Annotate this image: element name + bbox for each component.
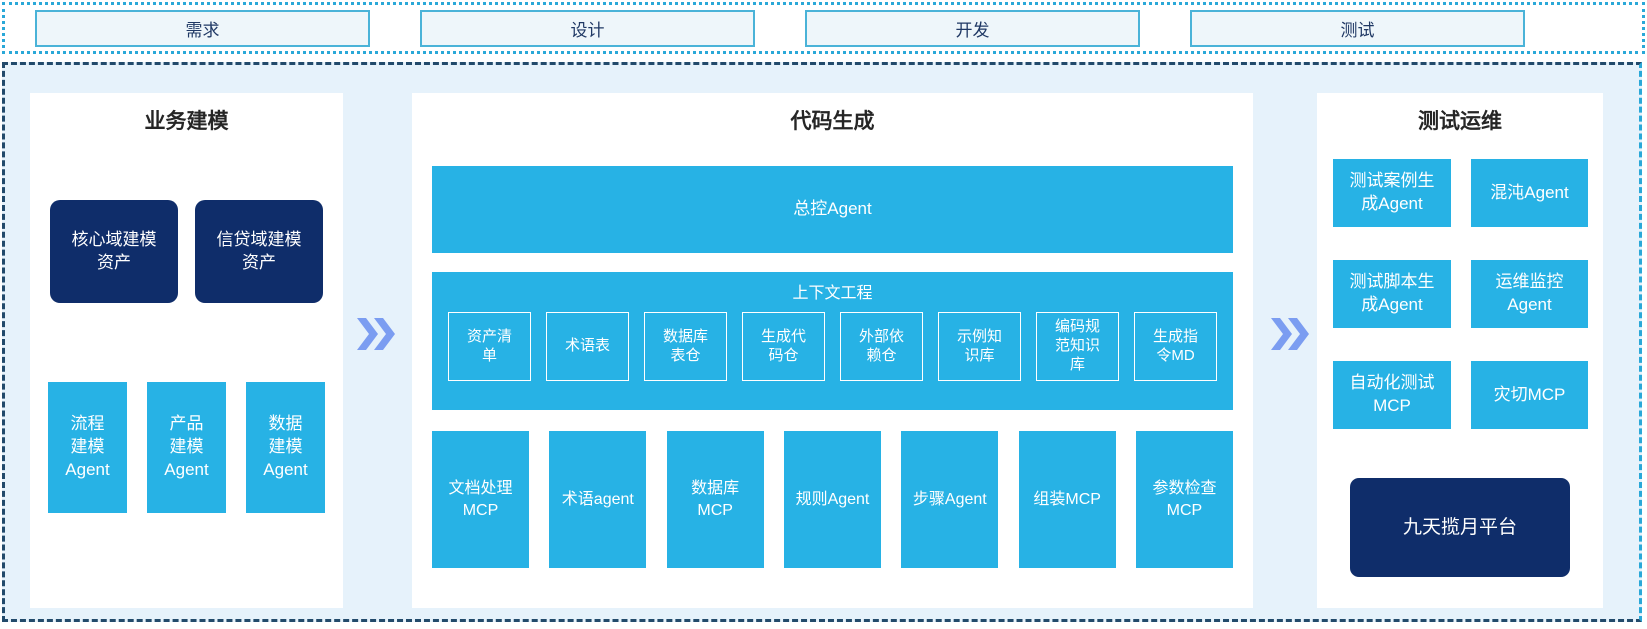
asset-core-domain-modeling: 核心域建模 资产	[50, 200, 178, 303]
modeling-agents-row: 流程 建模 Agent 产品 建模 Agent 数据 建模 Agent	[30, 382, 343, 513]
panel-code-generation: 代码生成 总控Agent 上下文工程 资产清 单 术语表 数据库 表仓 生成代 …	[412, 93, 1253, 608]
ops-test-script-gen-agent: 测试脚本生 成Agent	[1333, 260, 1451, 328]
ops-monitoring-agent: 运维监控 Agent	[1471, 260, 1588, 328]
store-coding-standards-kb: 编码规 范知识 库	[1036, 312, 1119, 381]
ops-disaster-switch-mcp: 灾切MCP	[1471, 361, 1588, 429]
main-container: 业务建模 核心域建模 资产 信贷域建模 资产 流程 建模 Agent 产品 建模…	[2, 62, 1642, 622]
store-example-knowledge-base: 示例知 识库	[938, 312, 1021, 381]
store-db-table-repo: 数据库 表仓	[644, 312, 727, 381]
agent-data-modeling: 数据 建模 Agent	[246, 382, 325, 513]
panel-business-modeling: 业务建模 核心域建模 资产 信贷域建模 资产 流程 建模 Agent 产品 建模…	[30, 93, 343, 608]
context-engineering-section: 上下文工程 资产清 单 术语表 数据库 表仓 生成代 码仓 外部依 赖仓 示例知…	[432, 272, 1233, 410]
ops-chaos-agent: 混沌Agent	[1471, 159, 1588, 227]
platform-jiutian-lanyue: 九天揽月平台	[1350, 478, 1570, 577]
code-generation-title: 代码生成	[790, 110, 875, 133]
worker-assembly-mcp: 组装MCP	[1018, 431, 1116, 568]
business-modeling-title: 业务建模	[144, 110, 229, 133]
phase-development: 开发	[805, 9, 1140, 47]
phase-testing: 测试	[1190, 9, 1525, 47]
phase-strip: 需求 设计 开发 测试	[2, 2, 1645, 54]
worker-glossary-agent: 术语agent	[549, 431, 647, 568]
test-ops-grid: 测试案例生 成Agent 混沌Agent 测试脚本生 成Agent 运维监控 A…	[1333, 159, 1588, 429]
agent-product-modeling: 产品 建模 Agent	[147, 382, 226, 513]
context-engineering-title: 上下文工程	[792, 285, 873, 302]
ops-test-case-gen-agent: 测试案例生 成Agent	[1333, 159, 1451, 227]
worker-rule-agent: 规则Agent	[783, 431, 881, 568]
phase-design: 设计	[420, 9, 755, 47]
workers-row: 文档处理 MCP 术语agent 数据库 MCP 规则Agent 步骤Agent…	[432, 431, 1233, 568]
worker-param-check-mcp: 参数检查 MCP	[1135, 431, 1233, 568]
context-stores-row: 资产清 单 术语表 数据库 表仓 生成代 码仓 外部依 赖仓 示例知 识库 编码…	[432, 303, 1233, 381]
modeling-assets-row: 核心域建模 资产 信贷域建模 资产	[30, 200, 343, 303]
double-chevron-right-icon	[357, 318, 395, 350]
worker-step-agent: 步骤Agent	[901, 431, 999, 568]
master-agent-bar: 总控Agent	[432, 166, 1233, 253]
store-generated-code-repo: 生成代 码仓	[742, 312, 825, 381]
agent-process-modeling: 流程 建模 Agent	[48, 382, 127, 513]
store-asset-list: 资产清 单	[448, 312, 531, 381]
asset-credit-domain-modeling: 信贷域建模 资产	[195, 200, 323, 303]
store-gen-instruction-md: 生成指 令MD	[1134, 312, 1217, 381]
panel-test-ops: 测试运维 测试案例生 成Agent 混沌Agent 测试脚本生 成Agent 运…	[1317, 93, 1603, 608]
ops-auto-test-mcp: 自动化测试 MCP	[1333, 361, 1451, 429]
double-chevron-right-icon	[1271, 318, 1309, 350]
worker-doc-processing-mcp: 文档处理 MCP	[432, 431, 529, 568]
test-ops-title: 测试运维	[1418, 110, 1502, 133]
store-external-deps-repo: 外部依 赖仓	[840, 312, 923, 381]
phase-requirements: 需求	[35, 9, 370, 47]
worker-database-mcp: 数据库 MCP	[666, 431, 764, 568]
store-glossary: 术语表	[546, 312, 629, 381]
